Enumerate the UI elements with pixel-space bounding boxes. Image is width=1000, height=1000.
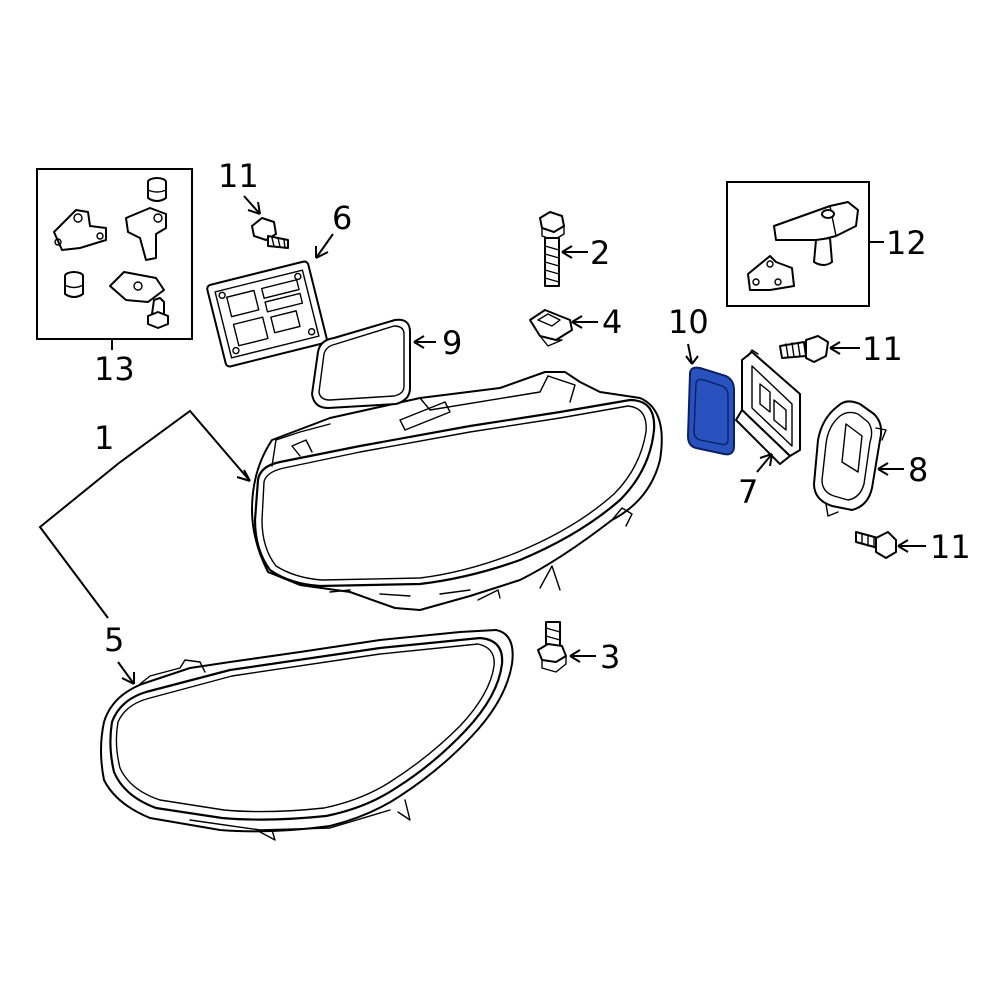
headlamp-assembly-icon [251, 371, 663, 611]
bolt-icon [539, 211, 565, 287]
callout-11-top: 11 [218, 157, 259, 195]
bolt-icon [251, 217, 289, 249]
callout-4: 4 [602, 303, 622, 341]
ballast-icon [735, 349, 801, 465]
gasket-icon [686, 366, 735, 456]
headlamp-lens-icon [100, 629, 514, 841]
bolt-icon [779, 335, 829, 363]
callout-13: 13 [94, 350, 135, 388]
callout-6: 6 [332, 199, 352, 237]
callout-11-low: 11 [930, 528, 971, 566]
kit-box-13 [36, 168, 193, 340]
callout-1: 1 [94, 419, 114, 457]
kit-box-12 [726, 181, 870, 307]
control-module-icon [206, 260, 328, 368]
housing-cover-icon [813, 400, 887, 517]
repair-kit-icon [53, 177, 169, 329]
callout-8: 8 [908, 451, 928, 489]
callout-7: 7 [738, 473, 758, 511]
callout-11-mid: 11 [862, 330, 903, 368]
callout-5: 5 [104, 621, 124, 659]
repair-kit-icon [747, 201, 859, 291]
gasket-icon [311, 318, 411, 409]
leader-lines [38, 195, 926, 685]
callout-9: 9 [442, 324, 462, 362]
u-nut-icon [529, 309, 573, 347]
callout-12: 12 [886, 224, 927, 262]
bolt-icon [855, 531, 897, 559]
bolt-icon [537, 621, 567, 673]
callout-3: 3 [600, 638, 620, 676]
callout-2: 2 [590, 234, 610, 272]
callout-10: 10 [668, 303, 709, 341]
